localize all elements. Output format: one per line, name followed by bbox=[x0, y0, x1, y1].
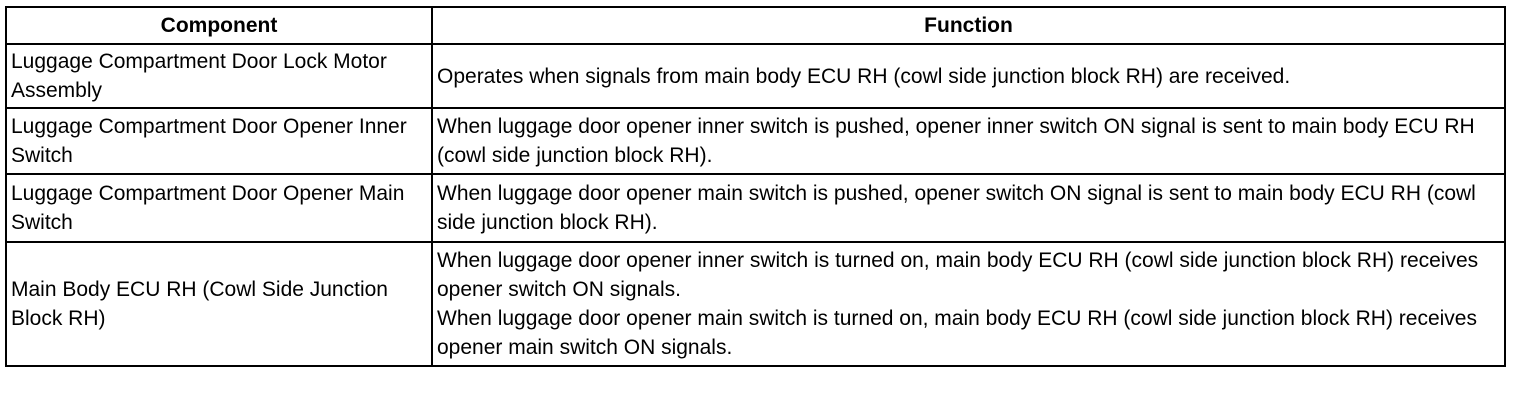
component-function-table: Component Function Luggage Compartment D… bbox=[5, 6, 1506, 367]
function-text: Operates when signals from main body ECU… bbox=[437, 64, 1291, 88]
component-cell: Luggage Compartment Door Lock Motor Asse… bbox=[5, 43, 433, 109]
function-cell: Operates when signals from main body ECU… bbox=[431, 43, 1506, 109]
function-text: When luggage door opener main switch is … bbox=[437, 307, 1477, 359]
function-cell: When luggage door opener inner switch is… bbox=[431, 241, 1506, 367]
component-cell: Luggage Compartment Door Opener Main Swi… bbox=[5, 173, 433, 243]
header-row: Component Function bbox=[5, 6, 1506, 45]
header-component: Component bbox=[5, 6, 433, 45]
function-text: When luggage door opener inner switch is… bbox=[437, 249, 1479, 301]
component-function-table-container: Component Function Luggage Compartment D… bbox=[5, 6, 1506, 367]
table-row: Luggage Compartment Door Opener Main Swi… bbox=[5, 173, 1506, 243]
table-row: Main Body ECU RH (Cowl Side Junction Blo… bbox=[5, 241, 1506, 367]
function-text: When luggage door opener inner switch is… bbox=[437, 115, 1475, 167]
header-function: Function bbox=[431, 6, 1506, 45]
table-row: Luggage Compartment Door Opener Inner Sw… bbox=[5, 107, 1506, 175]
component-cell: Luggage Compartment Door Opener Inner Sw… bbox=[5, 107, 433, 175]
function-cell: When luggage door opener main switch is … bbox=[431, 173, 1506, 243]
table-row: Luggage Compartment Door Lock Motor Asse… bbox=[5, 43, 1506, 109]
function-text: When luggage door opener main switch is … bbox=[437, 182, 1476, 234]
component-cell: Main Body ECU RH (Cowl Side Junction Blo… bbox=[5, 241, 433, 367]
function-cell: When luggage door opener inner switch is… bbox=[431, 107, 1506, 175]
